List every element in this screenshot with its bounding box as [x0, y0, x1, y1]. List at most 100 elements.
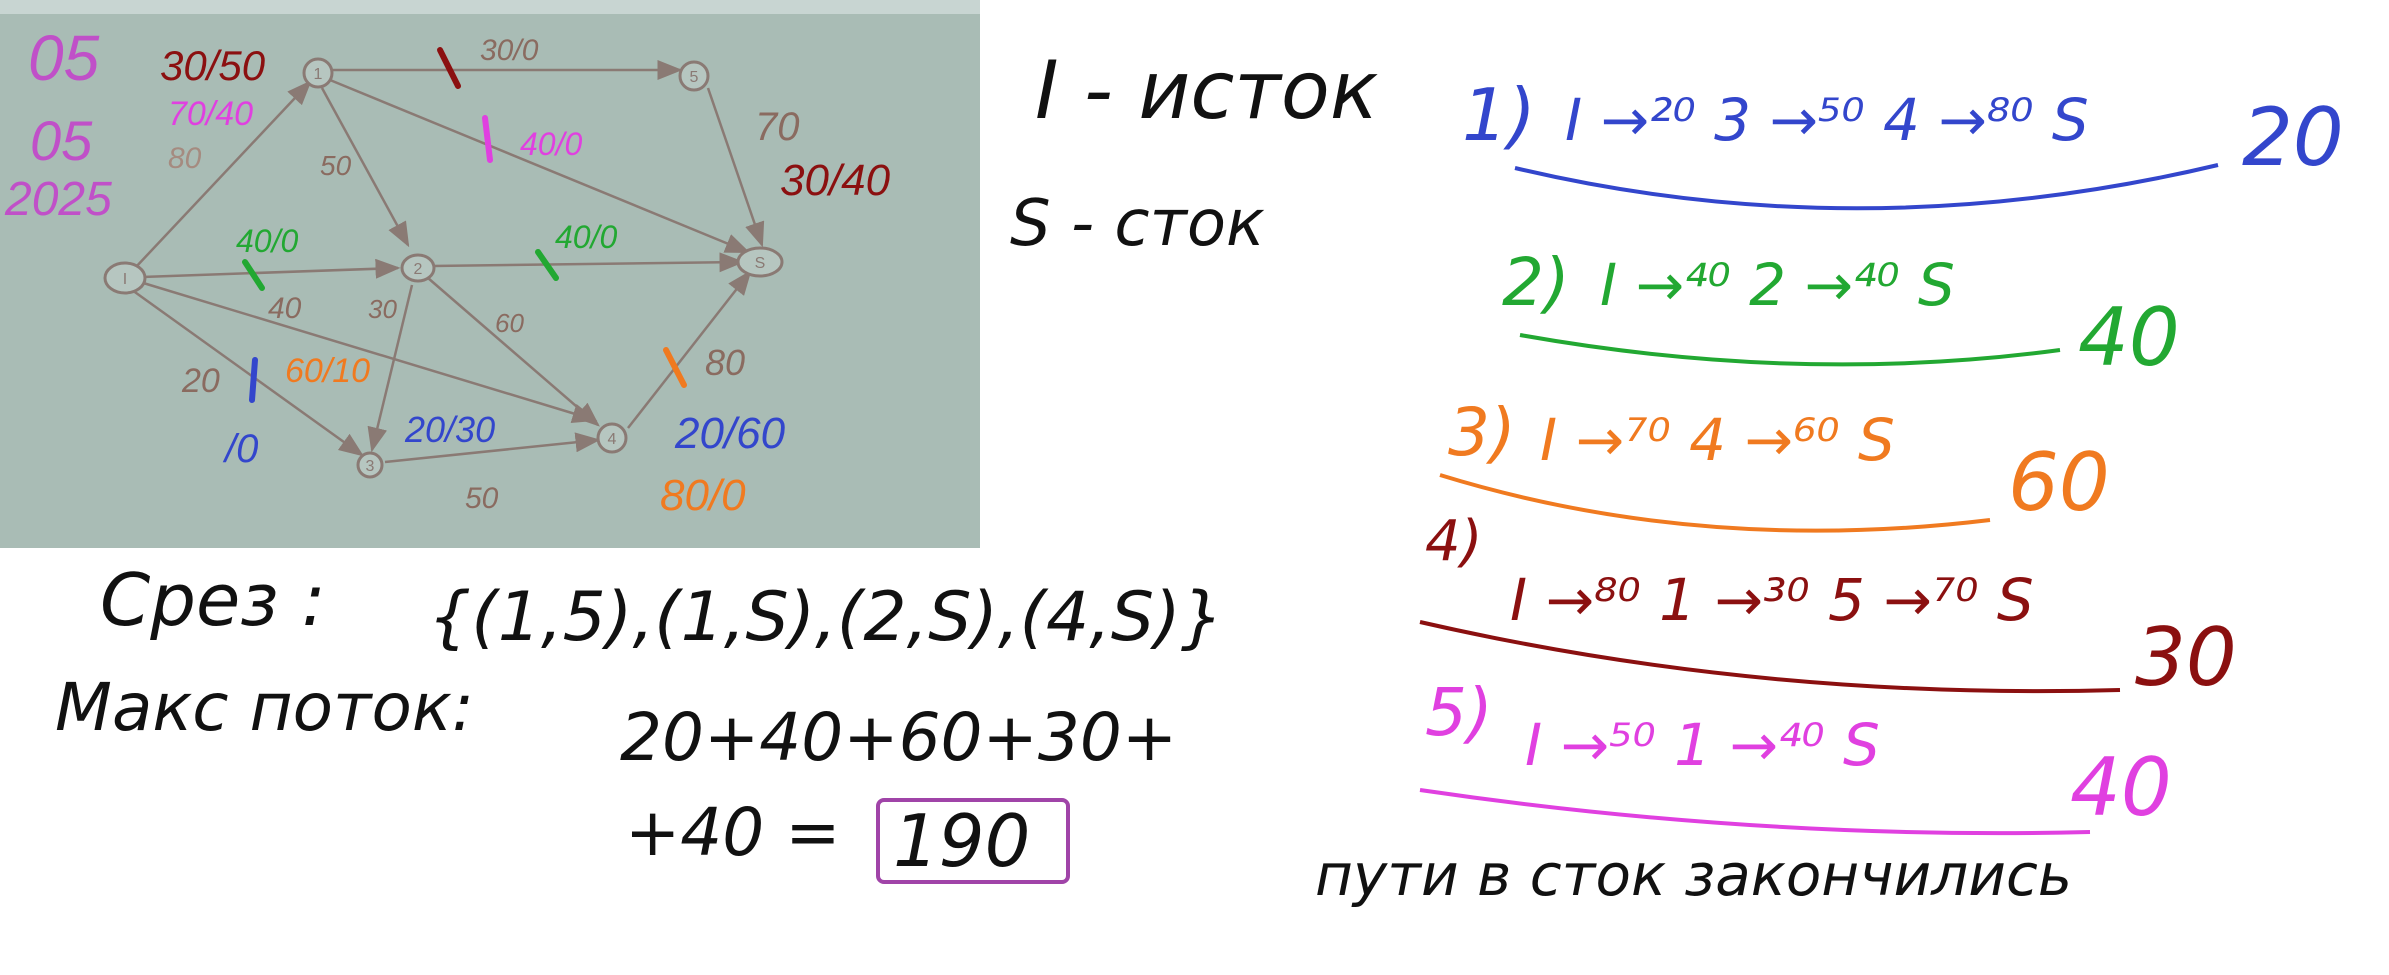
edge-label: 20/30 [404, 409, 495, 450]
node-label: 4 [608, 431, 617, 448]
edge-label: 80 [168, 142, 202, 175]
edge-label: 80 [705, 342, 745, 383]
edge-label: 30 [368, 294, 397, 324]
edge-label: /0 [222, 427, 258, 471]
path-flow-value: 60 [2008, 436, 2110, 529]
path-underline [1439, 473, 1991, 533]
path-number: 4) [1425, 509, 1482, 574]
edge-label: 50 [320, 150, 352, 181]
max-flow-expression: +40 = [625, 794, 841, 871]
edge-1-2 [320, 87, 410, 248]
edge-3-4 [384, 432, 601, 464]
edge-label: 50 [465, 482, 499, 515]
node-label: 5 [690, 69, 699, 86]
path-sequence: I →⁷⁰ 4 →⁶⁰ S [1540, 406, 1895, 474]
path-flow-value: 40 [2070, 741, 2172, 834]
path-sequence: I →⁵⁰ 1 →⁴⁰ S [1525, 711, 1880, 779]
edge-label: 20/60 [674, 409, 786, 458]
cut-mark-I-3 [249, 357, 258, 403]
edge-I-3 [131, 288, 365, 457]
cut-marks [242, 47, 687, 403]
board-date: 05 05 2025 [4, 22, 112, 226]
edge-label: 60 [495, 308, 524, 338]
cut-mark-4-S [663, 347, 687, 388]
edge-labels: 30/50 70/40 80 30/0 40/0 50 70 30/40 40/… [160, 34, 891, 520]
edge-label: 30/50 [160, 42, 266, 89]
legend-source: I - исток [1035, 44, 1378, 137]
path-number: 3) [1448, 394, 1516, 471]
path-underline [1519, 333, 2061, 367]
network-nodes [103, 57, 784, 479]
edge-I-4 [139, 280, 598, 424]
edge-4-S [627, 270, 752, 429]
result-box [876, 798, 1070, 884]
paths-exhausted-note: пути в сток закончились [1315, 841, 2072, 909]
cut-mark-2-S [535, 249, 559, 281]
edge-I-1 [134, 80, 312, 269]
edge-label: 60/10 [285, 352, 370, 390]
edge-label: 40 [268, 292, 302, 325]
path-sequence: I →⁴⁰ 2 →⁴⁰ S [1600, 251, 1955, 319]
board-top-strip [0, 0, 980, 14]
path-flow-value: 30 [2135, 611, 2237, 704]
max-flow-result: 190 [893, 799, 1030, 883]
cut-mark-1-S [482, 115, 493, 163]
path-1: 1) I →²⁰ 3 →⁵⁰ 4 →⁸⁰ S 20 [1462, 73, 2344, 211]
max-flow-section: Макс поток: 20+40+60+30+ +40 = 190 [55, 669, 1177, 884]
edge-2-S [431, 252, 745, 273]
date-line: 05 [28, 22, 100, 94]
node-S [736, 246, 784, 278]
node-2 [400, 253, 436, 283]
edge-label: 70 [755, 105, 800, 149]
network-edges [131, 60, 765, 464]
edge-label: 40/0 [236, 223, 298, 259]
legend-sink: S - сток [1010, 187, 1265, 261]
edge-1-S [329, 78, 751, 254]
node-label: 3 [366, 458, 375, 475]
date-line: 05 [30, 109, 93, 172]
edge-2-3 [367, 284, 414, 453]
cut-set: {(1,5),(1,S),(2,S),(4,S)} [428, 578, 1224, 657]
cut-label: Срез : [100, 558, 326, 642]
augmenting-paths: 1) I →²⁰ 3 →⁵⁰ 4 →⁸⁰ S 20 2) I →⁴⁰ 2 →⁴⁰… [1419, 73, 2344, 836]
cut-section: Срез : {(1,5),(1,S),(2,S),(4,S)} [100, 558, 1224, 657]
node-3 [356, 451, 384, 479]
path-number: 2) [1502, 244, 1570, 321]
path-2: 2) I →⁴⁰ 2 →⁴⁰ S 40 [1502, 244, 2180, 384]
edge-label: 20 [181, 362, 220, 400]
path-underline [1419, 788, 2091, 836]
node-label: 1 [314, 66, 323, 83]
whiteboard-photo: I 1 2 3 4 5 S 05 05 2025 30/50 70/40 80 … [0, 0, 980, 548]
node-1 [302, 57, 334, 89]
legend: I - исток S - сток [1010, 44, 1378, 261]
edge-label: 30/0 [480, 34, 539, 67]
node-label: I [123, 271, 127, 288]
board-background [0, 0, 980, 548]
node-4 [596, 422, 628, 454]
node-label: 2 [414, 261, 423, 278]
node-I [103, 261, 147, 295]
edge-label: 80/0 [660, 471, 746, 520]
path-number: 1) [1462, 73, 1536, 157]
path-sequence: I →²⁰ 3 →⁵⁰ 4 →⁸⁰ S [1565, 86, 2089, 154]
path-3: 3) I →⁷⁰ 4 →⁶⁰ S 60 [1439, 394, 2110, 533]
edge-label: 40/0 [520, 126, 582, 162]
path-flow-value: 40 [2078, 291, 2180, 384]
edge-label: 40/0 [555, 219, 617, 255]
max-flow-label: Макс поток: [55, 669, 474, 746]
path-sequence: I →⁸⁰ 1 →³⁰ 5 →⁷⁰ S [1510, 566, 2034, 634]
node-labels: I 1 2 3 4 5 S [123, 66, 766, 475]
path-underline [1514, 163, 2219, 211]
node-label: S [755, 255, 766, 272]
path-underline [1419, 620, 2121, 694]
path-4: 4) I →⁸⁰ 1 →³⁰ 5 →⁷⁰ S 30 [1419, 509, 2237, 704]
cut-mark-1-5 [437, 47, 461, 89]
node-5 [678, 60, 710, 92]
date-line: 2025 [4, 173, 112, 226]
max-flow-expression: 20+40+60+30+ [620, 699, 1177, 776]
path-flow-value: 20 [2242, 91, 2344, 184]
edge-5-S [706, 87, 765, 248]
cut-mark-I-2 [242, 259, 265, 291]
edge-label: 30/40 [780, 156, 891, 205]
